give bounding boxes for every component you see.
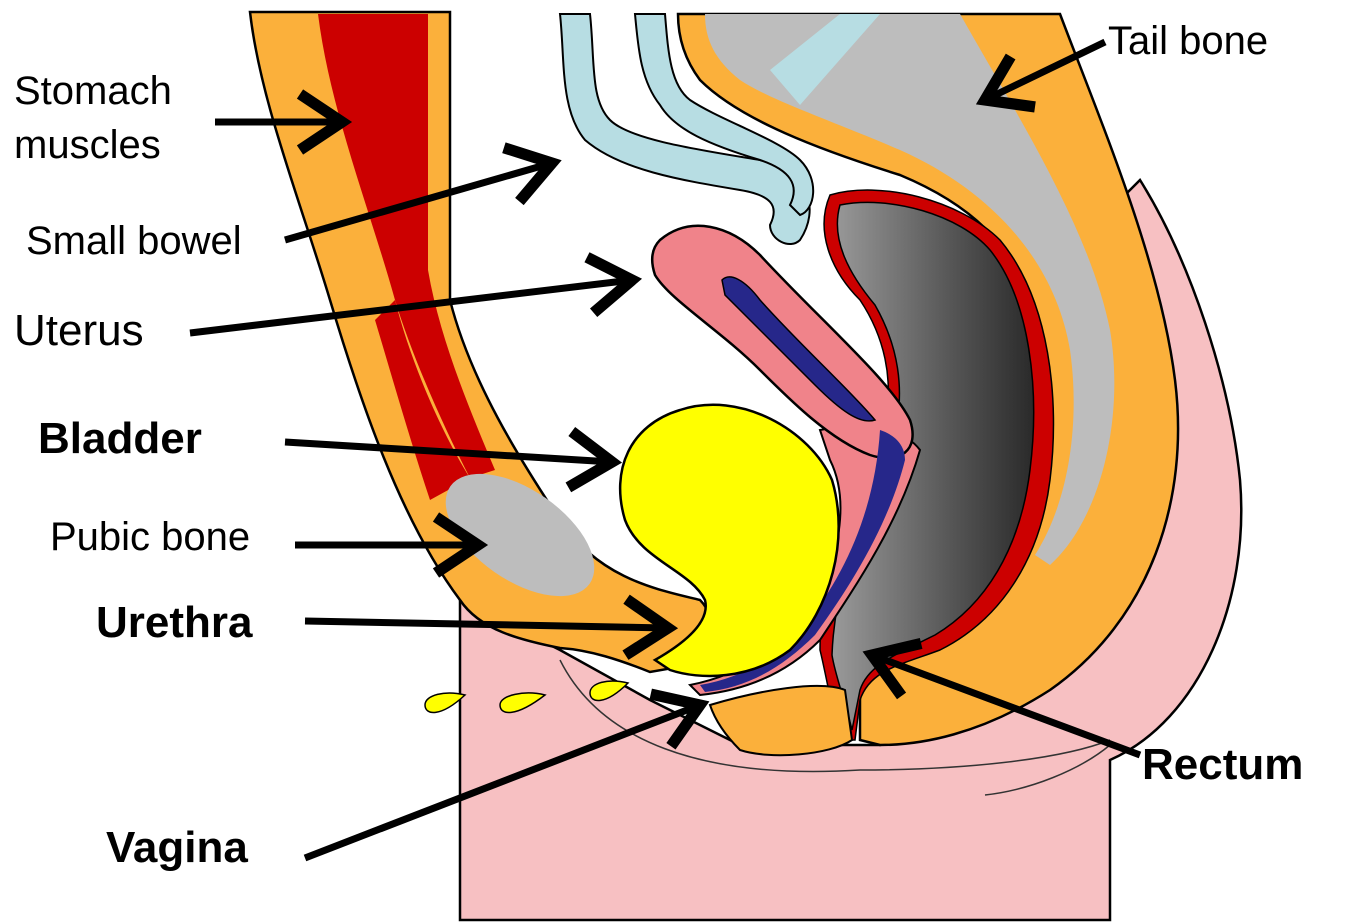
label-stomach-muscles-line1: Stomach: [14, 70, 172, 112]
label-urethra: Urethra: [96, 600, 253, 646]
label-uterus: Uterus: [14, 308, 144, 354]
label-small-bowel: Small bowel: [26, 220, 242, 262]
label-vagina: Vagina: [106, 825, 248, 871]
label-pubic-bone: Pubic bone: [50, 516, 250, 558]
abdominal-wall: [250, 12, 711, 672]
label-stomach-muscles-line2: muscles: [14, 124, 161, 166]
label-tail-bone: Tail bone: [1108, 20, 1268, 62]
label-bladder: Bladder: [38, 416, 202, 462]
label-rectum: Rectum: [1142, 742, 1303, 788]
